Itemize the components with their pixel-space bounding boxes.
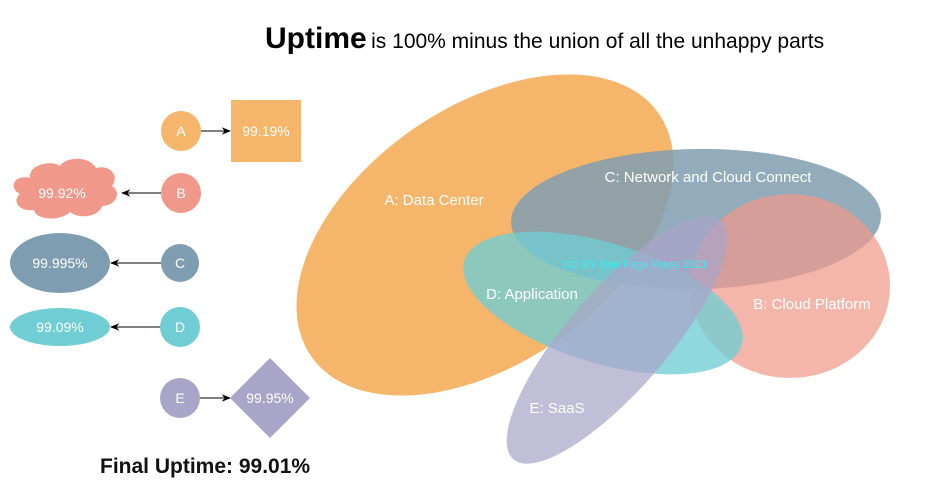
legend-a: A 99.19% [161, 100, 301, 162]
venn-label-a: A: Data Center [384, 192, 483, 209]
node-d-letter: D [175, 319, 185, 335]
node-c [161, 244, 199, 282]
uptime-a-value: 99.19% [242, 123, 289, 139]
node-a-letter: A [176, 123, 186, 139]
title-subtitle: is 100% minus the union of all the unhap… [371, 30, 825, 53]
diagram-title: Uptime is 100% minus the union of all th… [265, 22, 824, 56]
node-b-letter: B [176, 185, 185, 201]
legend-e: E 99.95% [160, 358, 310, 438]
uptime-d-value: 99.09% [36, 319, 83, 335]
node-c-letter: C [175, 255, 185, 271]
uptime-a-square [231, 100, 301, 162]
uptime-b-value: 99.92% [38, 185, 85, 201]
venn-e-saas [506, 216, 728, 464]
legend-c: 99.995% C [10, 233, 199, 293]
uptime-c-value: 99.995% [32, 255, 87, 271]
node-e-letter: E [175, 390, 184, 406]
legend-d: 99.09% D [10, 307, 200, 347]
node-a [161, 111, 201, 151]
uptime-d-ellipse [10, 308, 110, 346]
legend-b: 99.92% B [13, 158, 201, 219]
uptime-c-ellipse [10, 233, 110, 293]
venn-label-e: E: SaaS [529, 400, 584, 417]
venn-label-b: B: Cloud Platform [753, 296, 871, 313]
venn-diagram: A: Data Center C: Network and Cloud Conn… [296, 74, 890, 464]
uptime-e-diamond [230, 358, 310, 438]
watermark: CC BY One Page Press 2021 [563, 259, 708, 271]
node-b [161, 173, 201, 213]
final-uptime: Final Uptime: 99.01% [100, 455, 311, 478]
node-e [160, 378, 200, 418]
node-d [160, 307, 200, 347]
uptime-b-cloud [13, 158, 117, 219]
venn-label-d: D: Application [486, 286, 578, 303]
uptime-e-value: 99.95% [246, 390, 293, 406]
venn-label-c: C: Network and Cloud Connect [605, 169, 813, 186]
title-bold: Uptime [265, 22, 367, 55]
